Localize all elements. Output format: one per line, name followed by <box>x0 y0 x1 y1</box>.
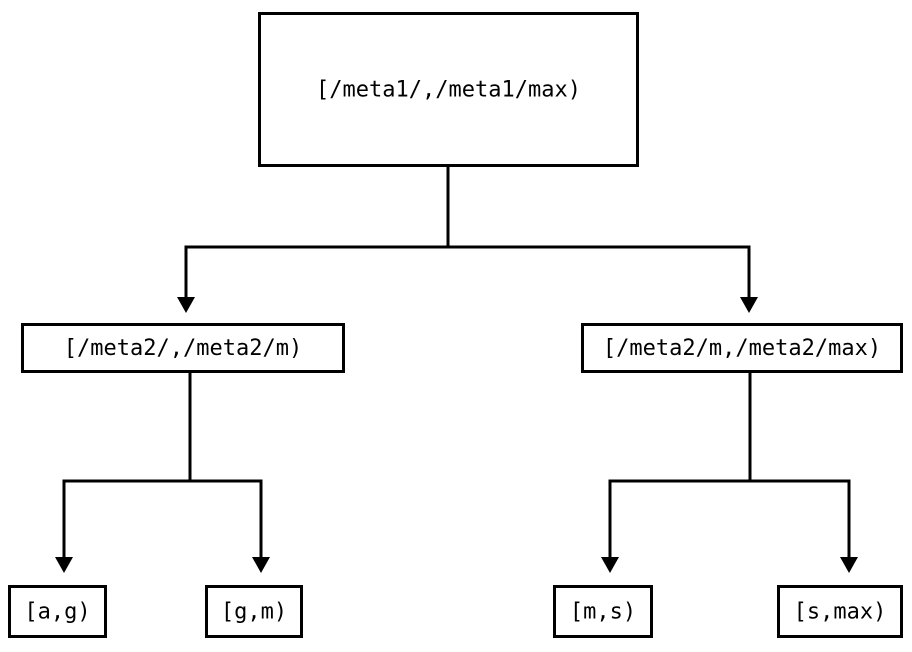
arrowhead-icon <box>55 557 73 573</box>
node-box[interactable] <box>553 585 653 638</box>
arrowhead-icon <box>177 297 195 313</box>
tree-edge <box>188 373 270 573</box>
edge-connector-line <box>184 167 450 297</box>
tree-edge <box>177 167 450 313</box>
tree-node-leaf-s-max[interactable]: [s,max) <box>777 585 903 638</box>
edge-connector-line <box>748 373 851 557</box>
edges-layer <box>55 167 858 573</box>
tree-edge <box>601 373 752 573</box>
node-box[interactable] <box>581 323 903 373</box>
edge-connector-line <box>188 373 263 557</box>
nodes-layer: [/meta1/,/meta1/max) [/meta2/,/meta2/m) [/… <box>8 12 903 638</box>
arrowhead-icon <box>252 557 270 573</box>
node-label: [a,g) <box>24 600 90 625</box>
node-label: [/meta1/,/meta1/max) <box>316 78 581 103</box>
tree-node-mid-left[interactable]: [/meta2/,/meta2/m) <box>21 323 345 373</box>
node-box[interactable] <box>8 585 107 638</box>
node-box[interactable] <box>205 585 303 638</box>
arrowhead-icon <box>601 557 619 573</box>
tree-node-root[interactable]: [/meta1/,/meta1/max) <box>258 12 639 167</box>
node-box[interactable] <box>777 585 903 638</box>
edge-connector-line <box>62 373 192 557</box>
node-box[interactable] <box>21 323 345 373</box>
arrowhead-icon <box>740 297 758 313</box>
tree-node-leaf-g-m[interactable]: [g,m) <box>205 585 303 638</box>
arrowhead-icon <box>840 557 858 573</box>
tree-edge <box>446 167 758 313</box>
node-label: [s,max) <box>794 600 887 625</box>
tree-node-mid-right[interactable]: [/meta2/m,/meta2/max) <box>581 323 903 373</box>
node-label: [/meta2/,/meta2/m) <box>64 336 302 361</box>
node-label: [/meta2/m,/meta2/max) <box>603 336 881 361</box>
edge-connector-line <box>446 167 751 297</box>
node-label: [m,s) <box>570 600 636 625</box>
node-box[interactable] <box>258 12 639 167</box>
edge-connector-line <box>608 373 752 557</box>
tree-node-leaf-a-g[interactable]: [a,g) <box>8 585 107 638</box>
node-label: [g,m) <box>221 600 287 625</box>
tree-edge <box>748 373 858 573</box>
tree-edge <box>55 373 192 573</box>
tree-node-leaf-m-s[interactable]: [m,s) <box>553 585 653 638</box>
